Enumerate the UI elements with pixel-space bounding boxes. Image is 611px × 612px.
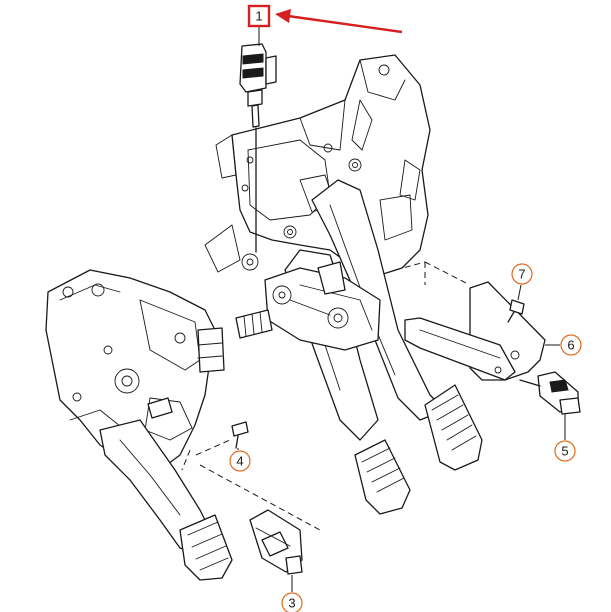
callout-1: 1 bbox=[247, 4, 271, 46]
callout-4: 4 bbox=[229, 448, 251, 472]
left-bracket-assembly bbox=[45, 269, 225, 471]
callout-4-label: 4 bbox=[236, 454, 243, 469]
accelerator-pedal-arm bbox=[99, 419, 233, 581]
highlight-arrow bbox=[275, 9, 403, 34]
pedal-pivot-mechanism bbox=[235, 261, 381, 351]
callout-5-label: 5 bbox=[561, 444, 568, 459]
pedal-bracket bbox=[204, 54, 431, 276]
bolt-item-7 bbox=[507, 299, 525, 323]
right-side-bracket bbox=[394, 261, 546, 381]
pedal-position-sensor bbox=[249, 509, 303, 575]
callout-6: 6 bbox=[545, 334, 582, 356]
callout-7: 7 bbox=[511, 263, 533, 301]
bolt-item-4 bbox=[231, 421, 249, 449]
callout-1-label: 1 bbox=[255, 9, 262, 24]
switch-item-5 bbox=[519, 371, 581, 415]
callout-7-label: 7 bbox=[518, 267, 525, 282]
callout-5: 5 bbox=[554, 414, 576, 462]
callout-3: 3 bbox=[281, 575, 303, 612]
callout-3-label: 3 bbox=[288, 596, 295, 611]
callout-6-label: 6 bbox=[567, 338, 574, 353]
assembly-dashed-lines bbox=[181, 439, 321, 531]
brake-light-switch bbox=[239, 43, 277, 253]
